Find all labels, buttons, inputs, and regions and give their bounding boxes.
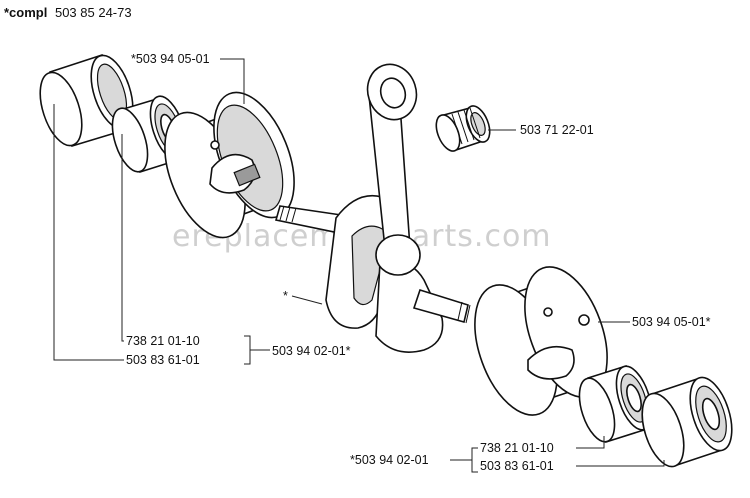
label-needle-bearing: 503 71 22-01 xyxy=(520,123,594,137)
right-bearing-part xyxy=(578,364,653,444)
label-right-crankcase-half: 503 94 05-01* xyxy=(632,315,711,329)
assembly-title-prefix: *compl xyxy=(4,5,47,20)
label-right-group: *503 94 02-01 xyxy=(350,453,429,467)
right-crankcase-half-part xyxy=(474,266,608,416)
label-left-seal: 503 83 61-01 xyxy=(126,353,200,367)
right-seal-part xyxy=(641,376,733,468)
label-right-seal: 503 83 61-01 xyxy=(480,459,554,473)
label-left-bearing: 738 21 01-10 xyxy=(126,334,200,348)
assembly-title-number: 503 85 24-73 xyxy=(55,5,132,20)
assembly-title: *compl 503 85 24-73 xyxy=(4,5,132,20)
label-left-group: 503 94 02-01* xyxy=(272,344,351,358)
label-top-crankcase-half: *503 94 05-01 xyxy=(131,52,210,66)
label-right-bearing: 738 21 01-10 xyxy=(480,441,554,455)
left-crankcase-half-part xyxy=(164,91,295,239)
crankshaft-part xyxy=(274,63,471,353)
label-crankshaft: * xyxy=(283,289,288,303)
needle-bearing-part xyxy=(435,105,491,152)
leader-lines xyxy=(53,58,665,473)
